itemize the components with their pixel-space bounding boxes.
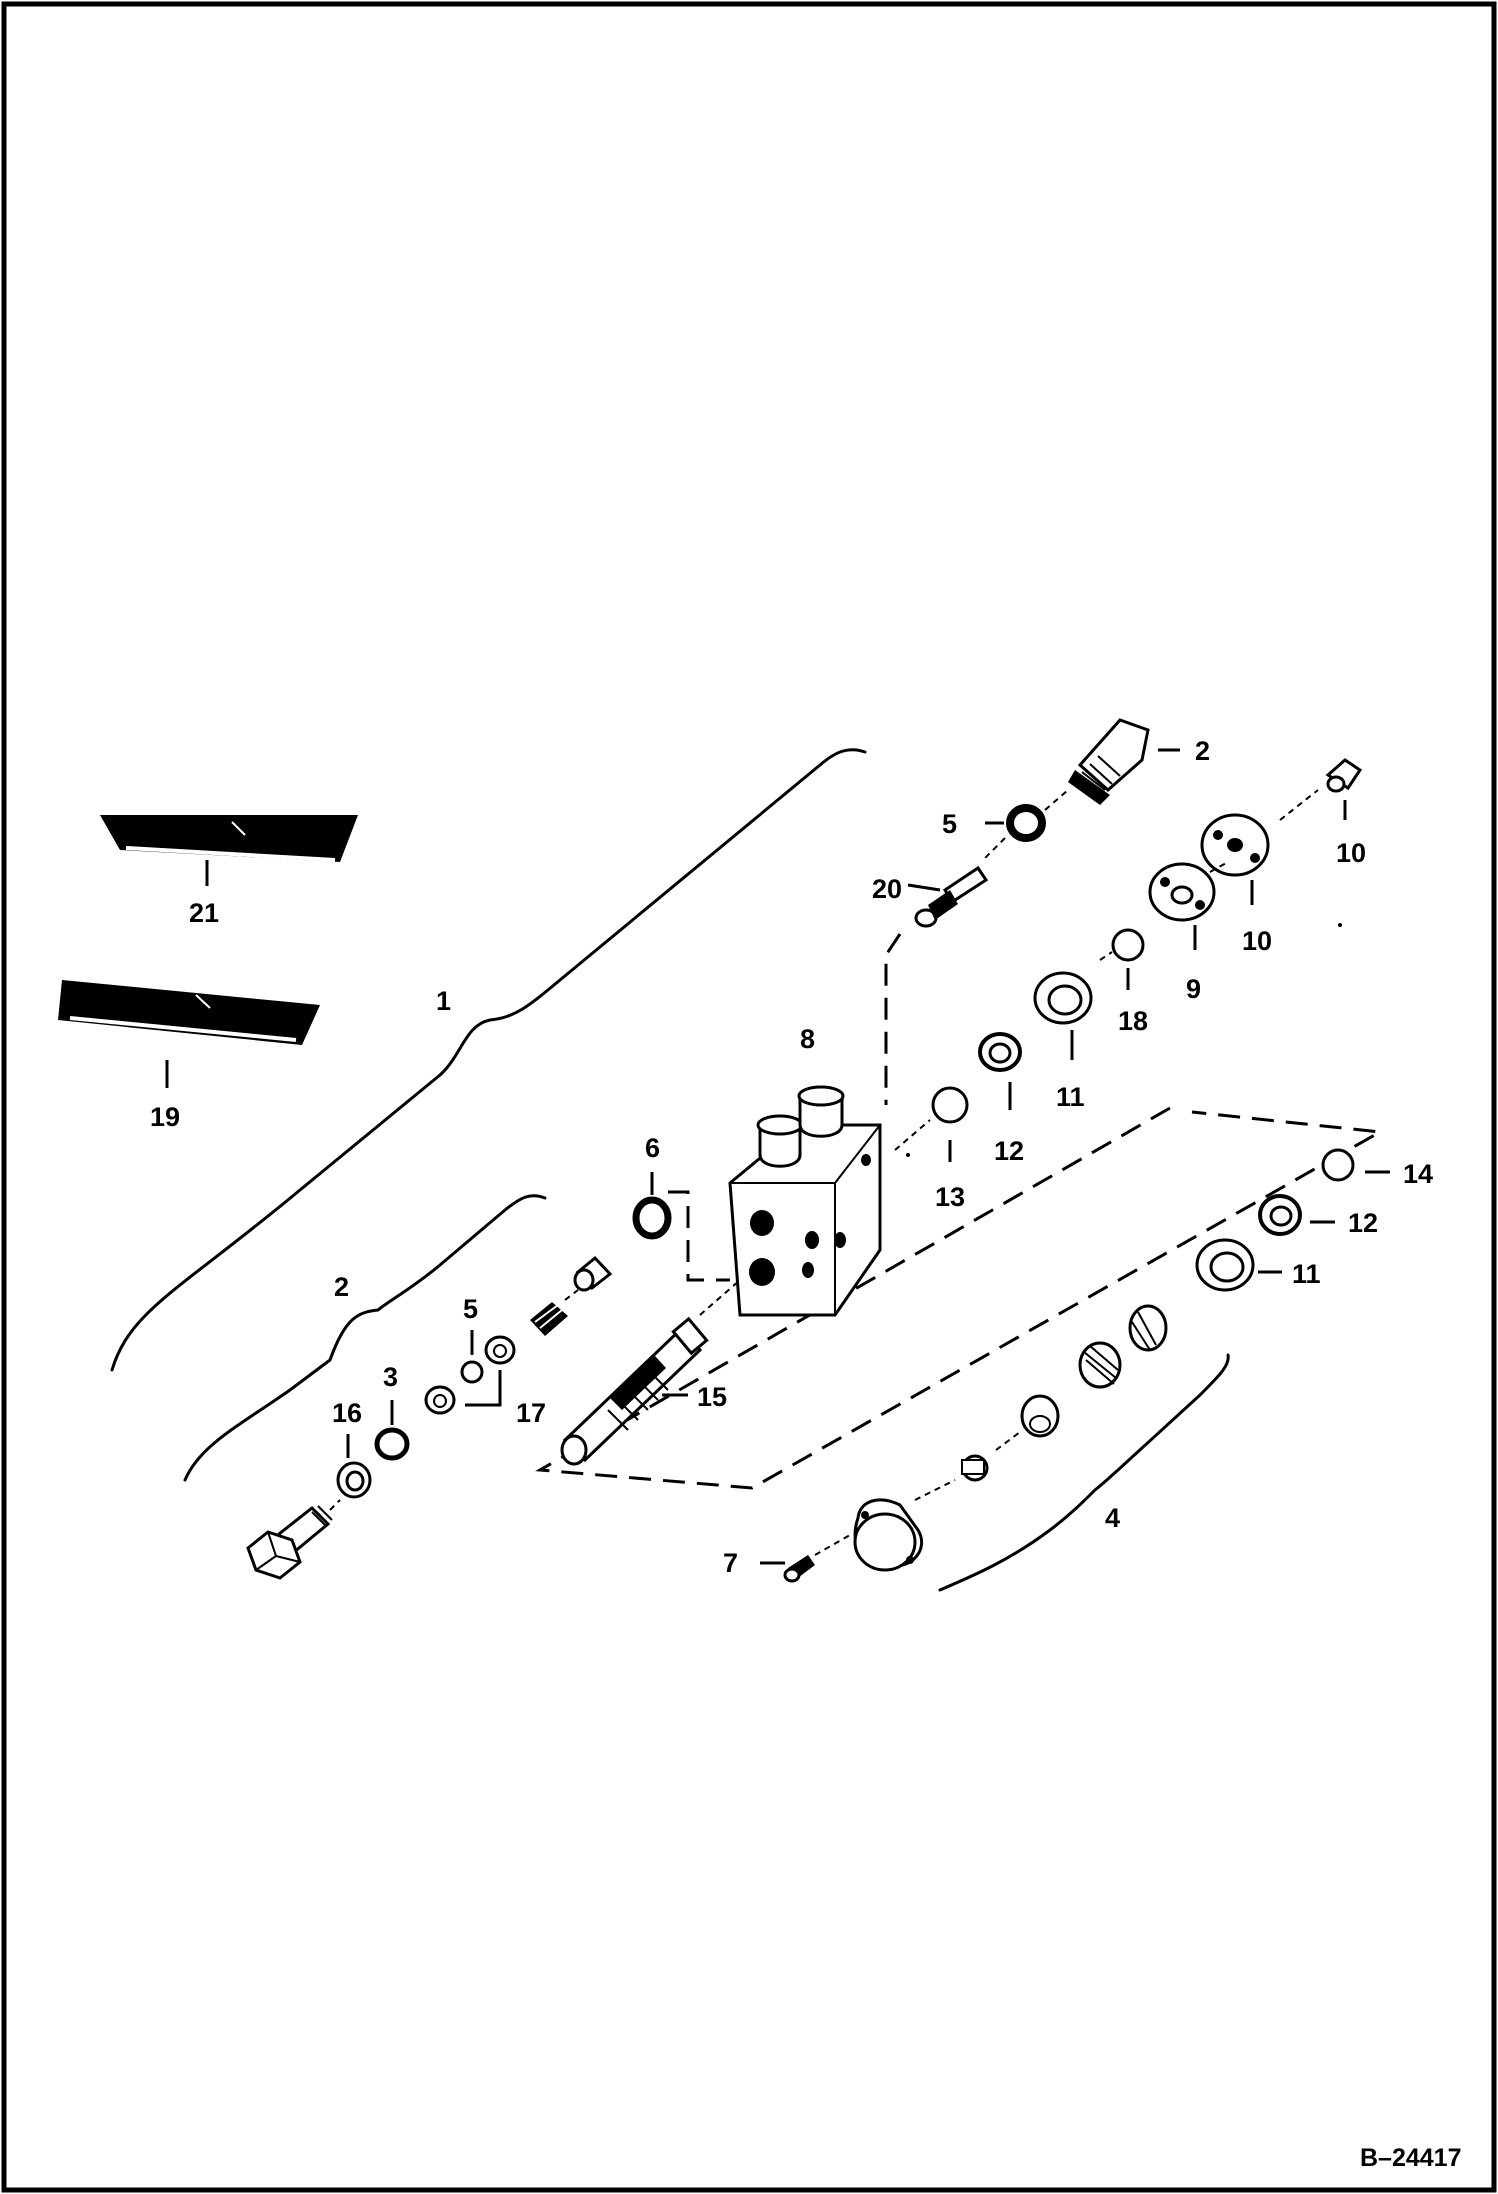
washer-11b — [1258, 1194, 1302, 1236]
seal-10a — [1033, 971, 1093, 1025]
o-ring-12b — [1321, 1148, 1355, 1182]
plug-bolt — [246, 1505, 333, 1580]
o-ring-5b — [632, 1196, 672, 1240]
callout-11-upper: 12 — [994, 1136, 1024, 1166]
fitting-19 — [914, 865, 989, 928]
callout-6: 8 — [800, 1024, 815, 1054]
plate-9 — [1200, 813, 1270, 877]
leader-19 — [907, 883, 941, 892]
piston-17a — [484, 1335, 516, 1365]
callout-2-lower: 2 — [334, 1272, 349, 1302]
dashed-link-19 — [884, 933, 902, 1105]
callout-12-lower: 14 — [1403, 1159, 1433, 1189]
seal-10b — [1195, 1238, 1255, 1292]
callout-20: 21 — [189, 898, 219, 928]
callout-21: 19 — [150, 1102, 180, 1132]
brace-14 — [938, 1353, 1230, 1592]
callout-11-lower: 12 — [1348, 1208, 1378, 1238]
spring-retainer — [1128, 1304, 1168, 1352]
decal-20 — [100, 815, 358, 862]
spring-seat — [1020, 1394, 1060, 1438]
centering-spring — [1078, 1341, 1122, 1389]
callout-12-upper: 13 — [935, 1182, 965, 1212]
callout-10-lower: 11 — [1292, 1259, 1321, 1289]
axis-2a — [1044, 789, 1069, 811]
o-ring-12a — [931, 1086, 969, 1124]
washer-16 — [336, 1461, 372, 1499]
callout-13: 15 — [697, 1382, 727, 1412]
plate-7 — [1148, 862, 1216, 922]
callout-5-lower: 6 — [645, 1133, 660, 1163]
callout-19: 20 — [872, 874, 902, 904]
end-cap — [853, 1498, 924, 1572]
callout-2-upper: 2 — [1195, 736, 1210, 766]
dashed-box-14 — [535, 1106, 1385, 1490]
brace-1 — [110, 748, 867, 1372]
callout-17: 17 — [516, 1398, 546, 1428]
decal-21 — [58, 980, 320, 1045]
axis-5a — [984, 837, 1006, 859]
callout-16: 16 — [332, 1398, 362, 1428]
callout-5-upper: 5 — [942, 809, 957, 839]
callout-1: 1 — [436, 986, 451, 1016]
spool-13 — [560, 1316, 709, 1466]
callout-8: 10 — [1336, 838, 1366, 868]
spring — [530, 1302, 568, 1336]
dashed-link-5 — [668, 1190, 730, 1282]
callout-4: 5 — [463, 1294, 478, 1324]
brace-2 — [183, 1194, 547, 1482]
callout-3: 3 — [383, 1362, 398, 1392]
callout-18: 18 — [1118, 1006, 1148, 1036]
washer-11a — [978, 1032, 1022, 1072]
o-ring-4 — [460, 1360, 484, 1384]
axis-7 — [1209, 861, 1229, 873]
valve-body-6 — [728, 1085, 882, 1317]
o-ring-3 — [374, 1427, 410, 1461]
screw-15 — [783, 1555, 815, 1583]
o-ring-18 — [1111, 928, 1145, 962]
callout-10-upper: 11 — [1056, 1082, 1085, 1112]
figure-code: B–24417 — [1360, 2144, 1461, 2172]
callout-15: 7 — [723, 1548, 738, 1578]
poppet — [573, 1255, 613, 1292]
axis-8 — [1279, 789, 1319, 821]
relief-cartridge-2 — [1068, 718, 1150, 805]
callout-9: 10 — [1242, 926, 1272, 956]
screw-8 — [1325, 758, 1363, 793]
piston-17b — [424, 1385, 456, 1415]
callout-7: 9 — [1186, 974, 1201, 1004]
o-ring-5a — [1006, 804, 1046, 842]
spacer — [961, 1454, 989, 1482]
axis-stack — [894, 1119, 931, 1151]
callout-14: 4 — [1105, 1503, 1120, 1533]
